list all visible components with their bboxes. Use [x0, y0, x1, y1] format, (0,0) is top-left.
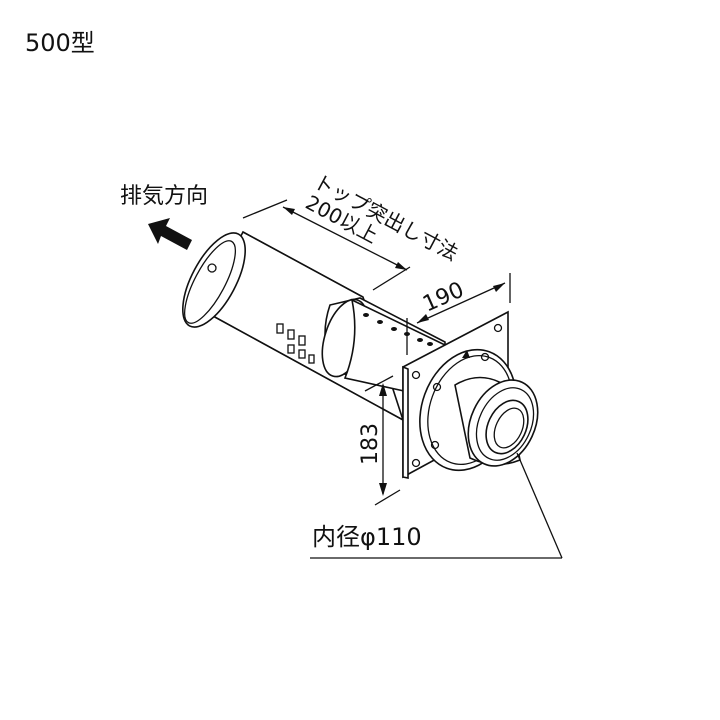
exhaust-arrow-icon: [148, 218, 192, 250]
vent-slots: [276, 323, 315, 364]
top-protrusion-dimension: [242, 199, 411, 291]
model-label: 500型: [25, 29, 95, 57]
wall-plate: [402, 310, 539, 479]
width-dimension: [406, 273, 511, 355]
inner-diameter-label: 内径φ110: [312, 523, 422, 551]
inner-diameter-leader: [310, 452, 563, 559]
height-dimension-value: 183: [358, 423, 383, 465]
exhaust-direction-label: 排気方向: [120, 184, 208, 209]
height-dimension: [364, 375, 401, 506]
